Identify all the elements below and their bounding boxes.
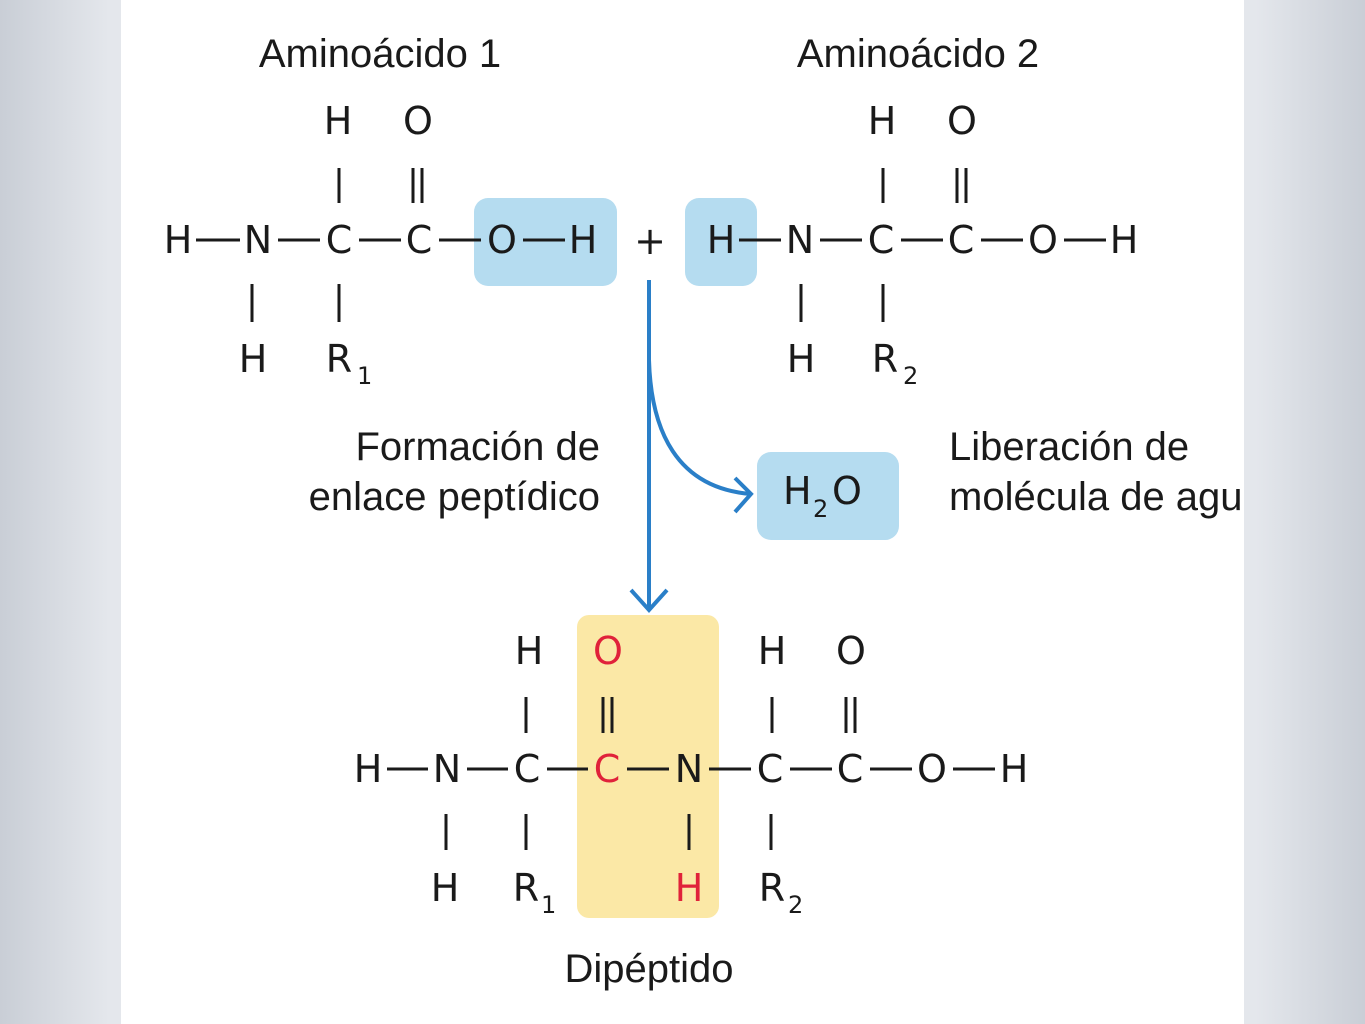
- atom-o: O: [487, 218, 517, 262]
- atom-h: H: [164, 218, 193, 262]
- atom-o: O: [917, 747, 947, 791]
- atom-o: O: [1028, 218, 1058, 262]
- subscript-2: 2: [903, 362, 918, 390]
- dipeptide-label: Dipéptido: [564, 947, 733, 991]
- slide: Aminoácido 1 Aminoácido 2 H O H N C C O …: [121, 0, 1244, 1024]
- dipeptide-diagram: Aminoácido 1 Aminoácido 2 H O H N C C O …: [164, 32, 1244, 991]
- atom-h-peptide: H: [675, 866, 704, 910]
- amino-acid-1-structure: H O H N C C O H H R 1: [164, 99, 598, 390]
- atom-h: H: [324, 99, 353, 143]
- subscript-1: 1: [357, 362, 372, 390]
- water-release-arrow-head: [733, 476, 754, 514]
- formation-label-line2: enlace peptídico: [309, 475, 600, 519]
- dipeptide-structure: H O H O H N C C N C C O H H R 1 H R: [354, 629, 1029, 919]
- atom-h: H: [787, 337, 816, 381]
- atom-o: O: [947, 99, 977, 143]
- atom-c: C: [948, 218, 975, 262]
- atom-h: H: [1110, 218, 1139, 262]
- amino-acid-1-title: Aminoácido 1: [259, 32, 501, 76]
- subscript-1: 1: [541, 891, 556, 919]
- reaction-arrow-head: [629, 588, 669, 613]
- atom-n: N: [786, 218, 814, 262]
- h-highlight: [685, 198, 757, 286]
- atom-n: N: [244, 218, 272, 262]
- atom-r: R: [872, 337, 898, 381]
- water-molecule: H 2 O: [783, 469, 862, 523]
- atom-h: H: [868, 99, 897, 143]
- water-o: O: [832, 469, 862, 513]
- atom-h: H: [758, 629, 787, 673]
- atom-h: H: [707, 218, 736, 262]
- water-h: H: [783, 469, 812, 513]
- atom-c: C: [326, 218, 353, 262]
- formation-label-line1: Formación de: [355, 425, 600, 469]
- atom-c: C: [406, 218, 433, 262]
- reaction-arrows: [629, 280, 754, 613]
- atom-c-peptide: C: [594, 747, 621, 791]
- atom-h: H: [239, 337, 268, 381]
- atom-c: C: [514, 747, 541, 791]
- release-label-line1: Liberación de: [949, 425, 1189, 469]
- atom-o: O: [836, 629, 866, 673]
- amino-acid-2-structure: H O H N C C O H H R 2: [707, 99, 1139, 390]
- water-highlight: [757, 452, 899, 540]
- atom-c: C: [868, 218, 895, 262]
- atom-h: H: [569, 218, 598, 262]
- atom-h: H: [354, 747, 383, 791]
- amino-acid-2-title: Aminoácido 2: [797, 32, 1039, 76]
- release-label-line2: molécula de agua: [949, 475, 1244, 519]
- atom-n-peptide: N: [675, 747, 703, 791]
- atom-h: H: [431, 866, 460, 910]
- atom-r: R: [326, 337, 352, 381]
- water-subscript: 2: [813, 495, 828, 523]
- atom-h: H: [515, 629, 544, 673]
- atom-c: C: [837, 747, 864, 791]
- atom-o-peptide: O: [593, 629, 623, 673]
- atom-o: O: [403, 99, 433, 143]
- subscript-2: 2: [788, 891, 803, 919]
- oh-highlight: [474, 198, 617, 286]
- plus-sign: +: [634, 219, 666, 263]
- peptide-bond-highlight: [577, 615, 719, 918]
- atom-h: H: [1000, 747, 1029, 791]
- atom-c: C: [757, 747, 784, 791]
- atom-r: R: [759, 866, 785, 910]
- atom-n: N: [433, 747, 461, 791]
- water-release-arrow: [647, 359, 752, 496]
- atom-r: R: [513, 866, 539, 910]
